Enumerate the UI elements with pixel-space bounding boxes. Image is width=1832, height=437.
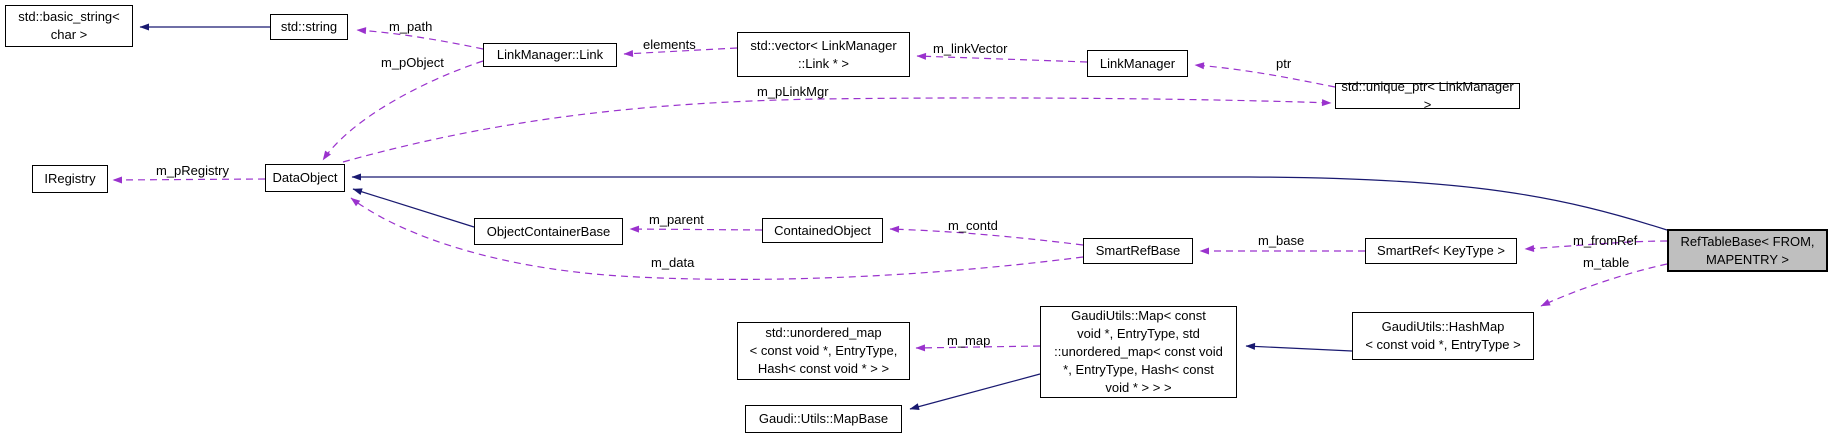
edge-label-m-pregistry: m_pRegistry (156, 163, 229, 178)
edge-label-m-parent: m_parent (649, 212, 704, 227)
class-node-smartref-keytype[interactable]: SmartRef< KeyType > (1365, 238, 1517, 264)
class-node-dataobject[interactable]: DataObject (265, 164, 345, 192)
edge-m-pobject (322, 60, 484, 161)
edge-m-path (356, 27, 484, 50)
edge-label-m-data: m_data (651, 255, 695, 270)
class-node-linkmanager[interactable]: LinkManager (1087, 50, 1188, 77)
edge-label-m-pobject: m_pObject (381, 55, 444, 70)
edge-reftablebase-to-dataobject (351, 173, 1668, 231)
edge-m-linkvector (916, 52, 1088, 63)
edge-label-m-base: m_base (1258, 233, 1305, 248)
class-node-linkmanager-link[interactable]: LinkManager::Link (483, 43, 617, 67)
class-node-iregistry[interactable]: IRegistry (32, 165, 108, 193)
edge-label-elements: elements (643, 37, 696, 52)
class-node-reftablebase-focus: RefTableBase< FROM, MAPENTRY > (1667, 229, 1828, 272)
edge-ptr (1194, 62, 1336, 88)
edge-label-m-map: m_map (947, 333, 991, 348)
edge-label-ptr: ptr (1276, 56, 1292, 71)
edge-label-m-path: m_path (389, 19, 433, 34)
class-node-gaudiutils-hashmap[interactable]: GaudiUtils::HashMap < const void *, Entr… (1352, 312, 1534, 360)
class-node-smartrefbase[interactable]: SmartRefBase (1083, 238, 1193, 264)
class-node-objectcontainerbase[interactable]: ObjectContainerBase (474, 218, 623, 245)
edge-m-plinkmgr (342, 97, 1332, 163)
class-node-gaudi-utils-mapbase[interactable]: Gaudi::Utils::MapBase (745, 405, 902, 433)
edge-objectcontainerbase-to-dataobject (352, 188, 475, 228)
class-node-gaudiutils-map[interactable]: GaudiUtils::Map< const void *, EntryType… (1040, 306, 1237, 398)
edge-m-contd (889, 225, 1084, 246)
class-node-std-unique-ptr[interactable]: std::unique_ptr< LinkManager > (1335, 79, 1520, 112)
edge-label-m-linkvector: m_linkVector (933, 41, 1008, 56)
edge-m-parent (629, 225, 763, 233)
edge-m-fromref (1524, 240, 1668, 252)
edge-m-map (915, 344, 1041, 352)
edge-label-m-table: m_table (1583, 255, 1630, 270)
edge-elements (623, 47, 738, 58)
edge-label-m-plinkmgr: m_pLinkMgr (757, 84, 829, 99)
edge-hashmap-to-map (1245, 342, 1353, 352)
edge-label-m-contd: m_contd (948, 218, 998, 233)
edge-label-m-fromref: m_fromRef (1573, 233, 1638, 248)
class-node-std-string[interactable]: std::string (270, 14, 348, 40)
class-node-std-unordered-map[interactable]: std::unordered_map < const void *, Entry… (737, 322, 910, 380)
edge-m-pregistry (112, 176, 266, 184)
class-node-std-vector-link[interactable]: std::vector< LinkManager ::Link * > (737, 32, 910, 77)
edge-map-to-mapbase (909, 373, 1041, 411)
class-node-std-basic-string[interactable]: std::basic_string< char > (5, 5, 133, 47)
edge-m-data (350, 197, 1084, 281)
edge-m-table (1540, 263, 1668, 307)
class-node-containedobject[interactable]: ContainedObject (762, 218, 883, 243)
